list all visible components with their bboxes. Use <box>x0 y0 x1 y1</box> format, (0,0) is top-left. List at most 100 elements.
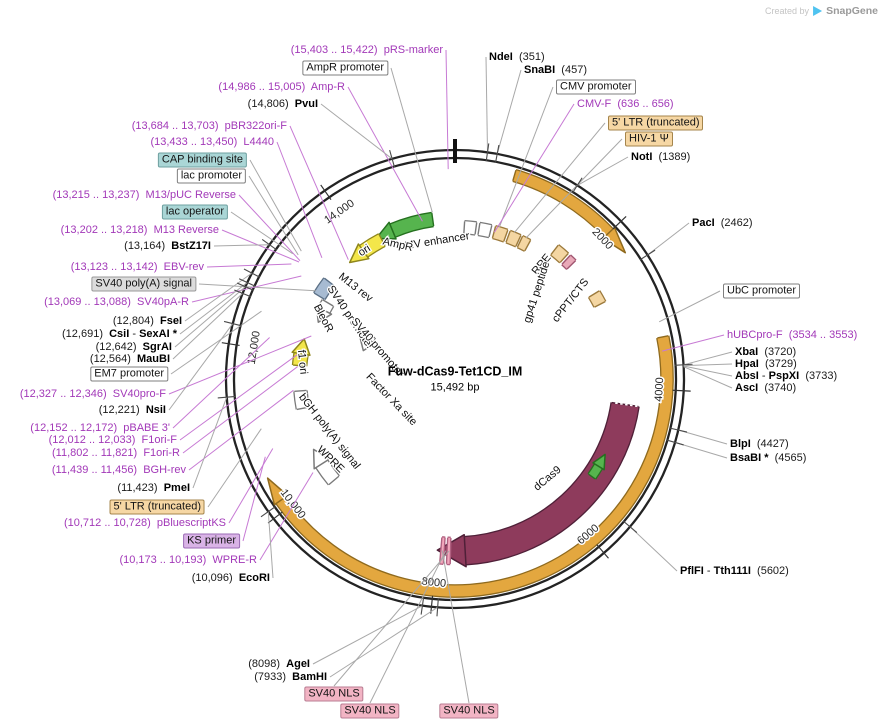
cap-binding-site-label[interactable]: CAP binding site <box>157 152 247 168</box>
ks-primer-label[interactable]: KS primer <box>183 533 240 549</box>
cmv-enhancer-box-2[interactable] <box>477 222 492 238</box>
bamhi-site-label[interactable]: (7933) BamHI <box>254 670 327 684</box>
sv40-polya-signal-label[interactable]: SV40 poly(A) signal <box>91 276 196 292</box>
sgrai-site-label[interactable]: (12,642) SgrAI <box>96 340 172 354</box>
em7-promoter-label-callout <box>170 310 262 375</box>
prs-marker-primer-label[interactable]: (15,403 .. 15,422) pRS-marker <box>291 43 443 57</box>
f1-ori-arrow-arrowhead[interactable] <box>291 338 311 356</box>
ndei-site-label[interactable]: NdeI (351) <box>489 50 545 64</box>
noti-site-label[interactable]: NotI (1389) <box>631 150 690 164</box>
f1-ori-feature-label[interactable]: f1 ori <box>294 348 311 376</box>
cmv-f-primer-label[interactable]: CMV-F (636 .. 656) <box>577 97 674 111</box>
cppt-box-cap-a <box>588 290 600 298</box>
dcas9-cds-arrow[interactable] <box>464 402 639 565</box>
bgh-rev-primer-label[interactable]: (11,439 .. 11,456) BGH-rev <box>52 463 186 477</box>
agei-site-label[interactable]: (8098) AgeI <box>248 657 310 671</box>
wpre-r-primer-label-text: (10,173 .. 10,193) WPRE-R <box>119 554 257 566</box>
ltr-psi-arc-arrowhead[interactable] <box>602 226 627 254</box>
m13-reverse-primer-label-callout <box>221 229 300 263</box>
f1ori-r-primer-label[interactable]: (11,802 .. 11,821) F1ori-R <box>52 446 180 460</box>
expression-cassette-arc-arrowhead[interactable] <box>266 477 289 506</box>
tick-label-4000: 4000 <box>653 377 666 402</box>
expression-cassette-arc[interactable] <box>276 335 673 597</box>
pvui-site-label[interactable]: (14,806) PvuI <box>248 97 318 111</box>
pvui-site-label-site-tick <box>389 150 396 168</box>
psi-box-cap-b <box>524 239 532 252</box>
ubc-promoter-label[interactable]: UbC promoter <box>723 283 801 299</box>
blpi-site-label[interactable]: BlpI (4427) <box>730 437 789 451</box>
plasmid-title-block: Fuw-dCas9-Tet1CD_IM 15,492 bp <box>388 365 523 394</box>
l4440-primer-label[interactable]: (13,433 .. 13,450) L4440 <box>150 135 274 149</box>
pbr322ori-f-primer-label[interactable]: (13,684 .. 13,703) pBR322ori-F <box>132 119 287 133</box>
agei-site-label-site-tick <box>420 596 425 615</box>
sv40-nls-sliver-1-cap-b <box>445 537 449 564</box>
cppt-box[interactable] <box>588 290 606 308</box>
sv40pa-r-primer-label[interactable]: (13,069 .. 13,088) SV40pA-R <box>44 295 189 309</box>
bsabi-site-label[interactable]: BsaBI * (4565) <box>730 451 806 465</box>
asci-site-label-text: (3740) <box>758 382 797 394</box>
lac-operator-label[interactable]: lac operator <box>161 204 228 220</box>
hpai-site-label[interactable]: HpaI (3729) <box>735 357 797 371</box>
pflfi-tth111i-site-label[interactable]: PflFI - Tth111I (5602) <box>680 564 789 578</box>
hpai-site-label-callout <box>683 363 733 367</box>
m13-puc-reverse-primer-label[interactable]: (13,215 .. 13,237) M13/pUC Reverse <box>53 188 236 202</box>
ltr-5-box[interactable] <box>505 230 521 247</box>
hubcpro-f-primer-label[interactable]: hUBCpro-F (3534 .. 3553) <box>727 328 857 342</box>
ltr-truncated-left-label[interactable]: 5' LTR (truncated) <box>109 499 205 515</box>
fsei-site-label[interactable]: (12,804) FseI <box>113 314 182 328</box>
absi-pspxi-site-label[interactable]: AbsI - PspXI (3733) <box>735 369 837 383</box>
ampr-promoter-label[interactable]: AmpR promoter <box>302 60 388 76</box>
cmv-promoter-box[interactable] <box>492 226 508 242</box>
ampr-cds-arrow-start-cap <box>431 213 435 227</box>
sv40-nls-label-3[interactable]: SV40 NLS <box>439 703 499 719</box>
rre-box[interactable] <box>550 245 569 263</box>
sv40-promoter-arrow-1-arrowhead[interactable] <box>315 305 333 323</box>
cmv-enhancer-box-1[interactable] <box>463 221 477 235</box>
pbabe-3-primer-label[interactable]: (12,152 .. 12,172) pBABE 3' <box>30 421 170 435</box>
amp-r-primer-label[interactable]: (14,986 .. 15,005) Amp-R <box>218 80 345 94</box>
nsii-site-label[interactable]: (12,221) NsiI <box>99 403 166 417</box>
absi-pspxi-site-label-text: - <box>758 370 769 382</box>
ori-arrow-start-cap <box>378 233 386 247</box>
gp41-box[interactable] <box>562 255 576 270</box>
wpre-arrow-arrowhead[interactable] <box>312 448 331 470</box>
sv40pro-f-primer-label[interactable]: (12,327 .. 12,346) SV40pro-F <box>20 387 166 401</box>
hiv1-psi-label[interactable]: HIV-1 Ψ <box>625 131 673 147</box>
paci-site-label[interactable]: PacI (2462) <box>692 216 753 230</box>
asci-site-label[interactable]: AscI (3740) <box>735 381 796 395</box>
xbai-site-label[interactable]: XbaI (3720) <box>735 345 796 359</box>
maubi-site-label[interactable]: (12,564) MauBI <box>90 352 170 366</box>
csii-sexai-site-label-text: CsiI <box>109 328 130 340</box>
gp41-peptide-feature-label[interactable]: gp41 peptide <box>520 259 554 326</box>
cmv-promoter-label[interactable]: CMV promoter <box>556 79 636 95</box>
ebv-rev-primer-label[interactable]: (13,123 .. 13,142) EBV-rev <box>71 260 204 274</box>
sv40-nls-label-1[interactable]: SV40 NLS <box>304 686 364 702</box>
lac-promoter-label[interactable]: lac promoter <box>176 168 246 184</box>
m13-reverse-primer-label[interactable]: (13,202 .. 13,218) M13 Reverse <box>61 223 219 237</box>
cmv-enhancer-box-1-cap-b <box>474 222 478 235</box>
pmei-site-label[interactable]: (11,423) PmeI <box>117 481 190 495</box>
sv40-nls-label-2[interactable]: SV40 NLS <box>340 703 400 719</box>
cmv-promoter-box-cap-a <box>491 226 497 239</box>
csii-sexai-site-label[interactable]: (12,691) CsiI - SexAI * <box>62 327 177 341</box>
sv40-promoter-arrow-2-arrowhead[interactable] <box>358 335 376 352</box>
ampr-cds-arrow-arrowhead[interactable] <box>375 221 397 240</box>
sv40-nls-label-3-callout <box>441 550 470 704</box>
watermark: Created by SnapGene <box>765 5 878 17</box>
pvui-site-label-callout <box>320 103 393 160</box>
ltr-truncated-right-label[interactable]: 5' LTR (truncated) <box>608 115 704 131</box>
paci-site-label-callout <box>647 222 690 256</box>
dcas9-feature-label[interactable]: dCas9 <box>530 463 565 495</box>
snabi-site-label[interactable]: SnaBI (457) <box>524 63 587 77</box>
f1ori-f-primer-label[interactable]: (12,012 .. 12,033) F1ori-F <box>49 433 177 447</box>
wpre-r-primer-label[interactable]: (10,173 .. 10,193) WPRE-R <box>119 553 257 567</box>
ori-arrow-arrowhead[interactable] <box>348 243 370 264</box>
psi-box[interactable] <box>517 236 531 251</box>
cppt-cts-feature-label[interactable]: cPPT/CTS <box>549 275 593 326</box>
em7-promoter-label[interactable]: EM7 promoter <box>90 366 168 382</box>
reverse-primer-arrow-arrowhead[interactable] <box>592 453 606 471</box>
pbluescriptks-primer-label[interactable]: (10,712 .. 10,728) pBluescriptKS <box>64 516 226 530</box>
bamhi-site-label-callout <box>329 606 438 678</box>
ecori-site-label[interactable]: (10,096) EcoRI <box>192 571 270 585</box>
bstz17i-site-label[interactable]: (13,164) BstZ17I <box>124 239 211 253</box>
